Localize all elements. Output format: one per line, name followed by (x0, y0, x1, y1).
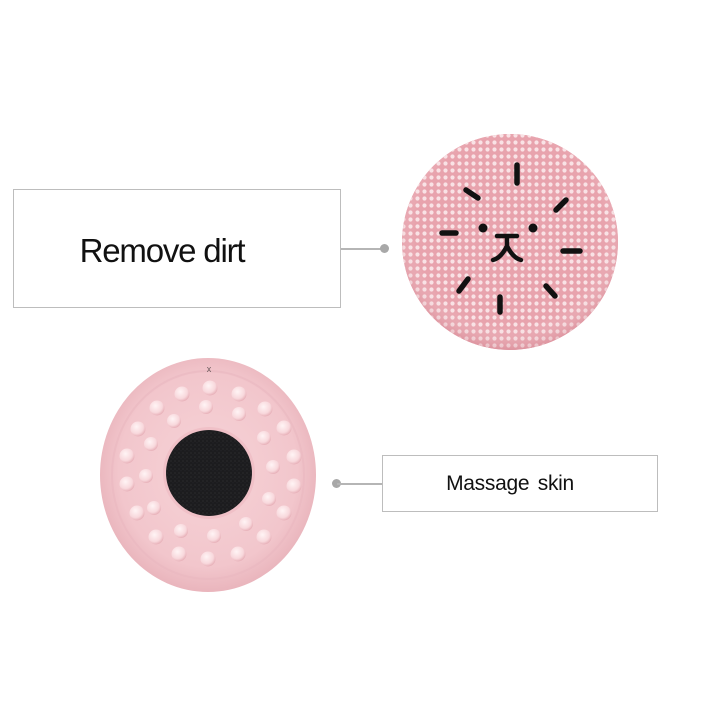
cat-right-eye (528, 223, 538, 233)
massage-skin-connector-line (337, 483, 382, 485)
bristle-brush-face-image (402, 134, 618, 350)
cat-face-icon (439, 162, 583, 315)
cat-left-eye (478, 223, 488, 233)
remove-dirt-connector-line (341, 248, 383, 250)
massage-skin-label: Massage skin (446, 471, 574, 495)
remove-dirt-label: Remove dirt (79, 231, 246, 269)
massage-skin-connector-dot (332, 479, 341, 488)
massage-nubs (119, 380, 302, 567)
massage-face-image: x (100, 358, 316, 592)
product-logo-glyph: x (207, 364, 212, 374)
remove-dirt-connector-dot (380, 244, 389, 253)
massage-skin-label-box: Massage skin (382, 455, 658, 512)
remove-dirt-label-box: Remove dirt (13, 189, 341, 308)
black-sponge (166, 430, 252, 516)
